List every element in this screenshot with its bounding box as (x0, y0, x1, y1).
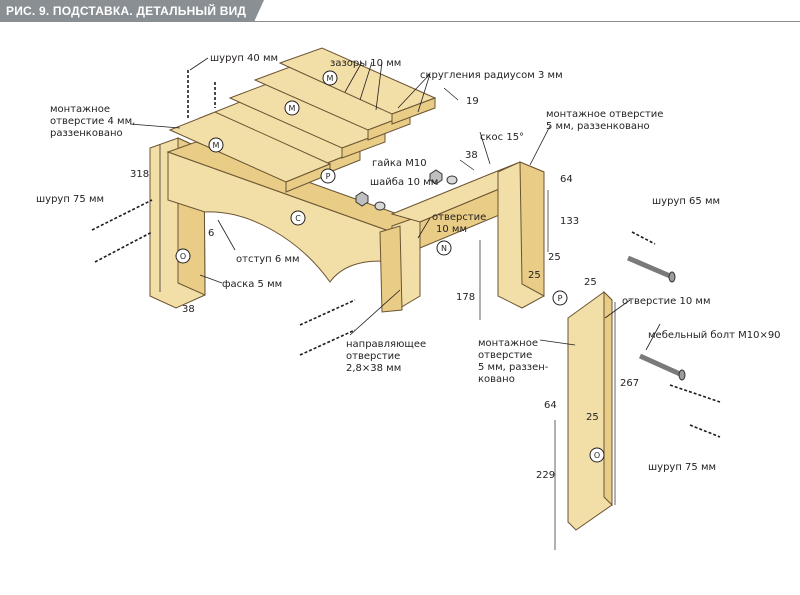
back-right-leg-side (519, 161, 545, 297)
label-mount-hole-c3: 5 мм, раззен- (478, 362, 549, 373)
svg-text:O: O (594, 451, 600, 460)
label-screw-75-right: шуруп 75 мм (648, 462, 716, 473)
svg-text:O: O (180, 252, 186, 261)
washer-10mm-b (446, 175, 458, 185)
part-marker-m1: M (322, 70, 338, 86)
label-offset: отступ 6 мм (236, 254, 300, 265)
part-marker-p1: P (320, 168, 336, 184)
label-mount-hole-c1: монтажное (478, 338, 538, 349)
dim-19: 19 (466, 96, 479, 107)
dim-38-top: 38 (465, 150, 478, 161)
label-mount-hole-a2: отверстие 4 мм, (50, 116, 135, 127)
carriage-bolt-a (627, 255, 671, 279)
svg-text:M: M (327, 74, 334, 83)
dim-6: 6 (208, 228, 214, 239)
label-chamfer: фаска 5 мм (222, 279, 282, 290)
dim-318: 318 (130, 169, 149, 180)
dim-25-a: 25 (548, 252, 561, 263)
label-hole10-right: отверстие 10 мм (622, 296, 710, 307)
label-mount-hole-b2: 5 мм, раззенковано (546, 121, 650, 132)
front-rail-c (167, 151, 393, 283)
title-rule (0, 21, 800, 22)
label-gaps: зазоры 10 мм (330, 58, 401, 69)
svg-text:M: M (213, 141, 220, 150)
svg-text:P: P (558, 294, 563, 303)
detached-leg-side (603, 290, 613, 507)
part-marker-p2: P (552, 290, 568, 306)
screw-75-right-b (689, 424, 721, 438)
dim-229: 229 (536, 470, 555, 481)
label-mount-hole-a1: монтажное (50, 104, 110, 115)
dim-25-d: 25 (586, 412, 599, 423)
washer-10mm (374, 201, 386, 211)
screw-bottom-b (299, 329, 356, 356)
label-bevel: скос 15° (480, 132, 524, 143)
dim-133: 133 (560, 216, 579, 227)
svg-text:N: N (441, 244, 447, 253)
screw-65-a (631, 231, 656, 245)
label-pilot2: отверстие (346, 351, 400, 362)
nut-m10-b (429, 169, 443, 185)
carriage-bolt-a-head (668, 271, 676, 283)
figure-title: РИС. 9. ПОДСТАВКА. ДЕТАЛЬНЫЙ ВИД (0, 0, 265, 22)
screw-75-left-a (91, 199, 153, 231)
part-marker-m3: M (208, 137, 224, 153)
screw-75-left-b (94, 231, 153, 263)
nut-m10 (355, 191, 369, 207)
label-bolt: мебельный болт М10×90 (648, 330, 781, 341)
screw-75-right-a (669, 384, 721, 403)
part-marker-o2: O (589, 447, 605, 463)
label-rounding: скругления радиусом 3 мм (420, 70, 563, 81)
svg-text:C: C (295, 214, 301, 223)
part-marker-c: C (290, 210, 306, 226)
dim-38-bottom: 38 (182, 304, 195, 315)
label-pilot1: направляющее (346, 339, 426, 350)
label-screw-65: шуруп 65 мм (652, 196, 720, 207)
part-marker-o1: O (175, 248, 191, 264)
dim-25-b: 25 (528, 270, 541, 281)
front-right-leg-face (379, 225, 403, 313)
part-marker-n: N (436, 240, 452, 256)
label-hole10-mid2: 10 мм (436, 224, 467, 235)
svg-text:M: M (289, 104, 296, 113)
dim-64-top: 64 (560, 174, 573, 185)
label-nut: гайка М10 (372, 158, 427, 169)
label-mount-hole-a3: раззенковано (50, 128, 123, 139)
part-marker-m2: M (284, 100, 300, 116)
label-washer: шайба 10 мм (370, 177, 438, 188)
label-mount-hole-c4: ковано (478, 374, 515, 385)
label-hole10-mid1: отверстие (432, 212, 486, 223)
label-mount-hole-b1: монтажное отверстие (546, 109, 663, 120)
dim-267: 267 (620, 378, 639, 389)
label-pilot3: 2,8×38 мм (346, 363, 401, 374)
svg-text:P: P (326, 172, 331, 181)
carriage-bolt-b-head (678, 369, 686, 381)
dim-178: 178 (456, 292, 475, 303)
dim-64-bottom: 64 (544, 400, 557, 411)
label-mount-hole-c2: отверстие (478, 350, 532, 361)
label-screw-75-left: шуруп 75 мм (36, 194, 104, 205)
screw-bottom-a (299, 299, 356, 326)
carriage-bolt-b (638, 353, 682, 377)
dim-25-c: 25 (584, 277, 597, 288)
label-screw-40: шуруп 40 мм (210, 53, 278, 64)
